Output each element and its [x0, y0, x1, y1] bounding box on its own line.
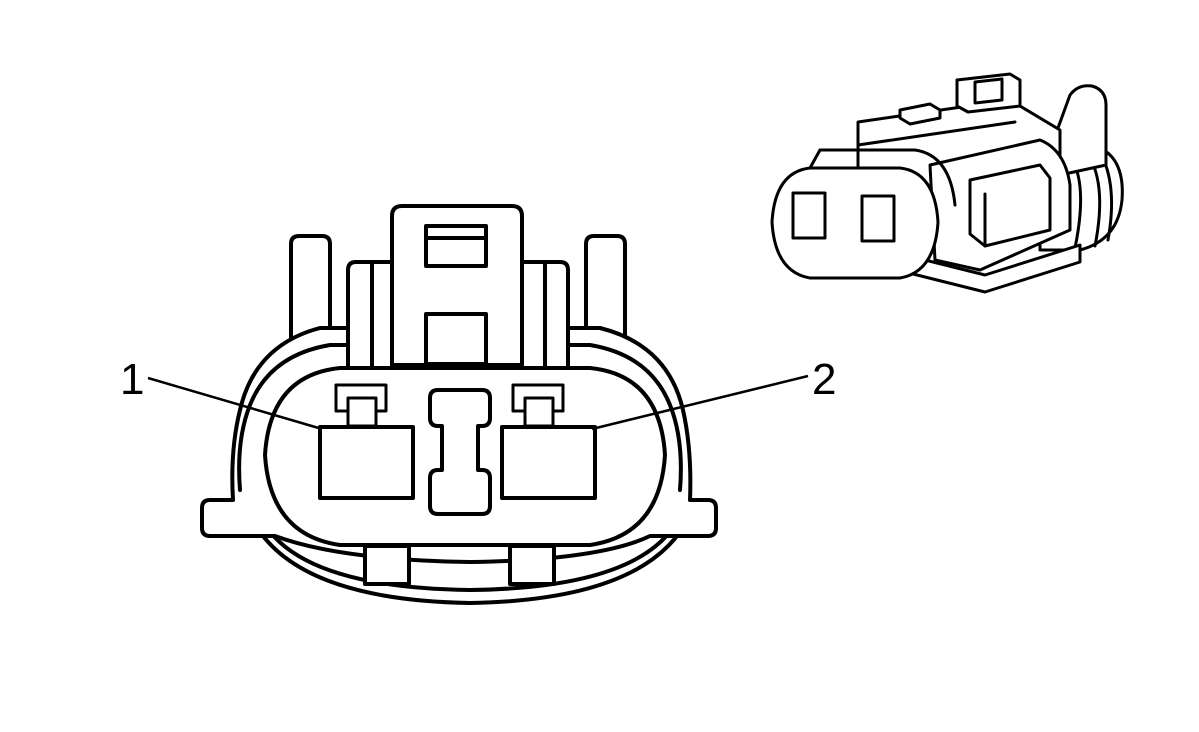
bottom-foot-right: [508, 544, 556, 586]
iso-top-lock-slot: [973, 77, 1004, 105]
outer-shell-bottom-inner: [260, 518, 680, 592]
iso-top-deck-edge: [856, 120, 1017, 147]
leader-line-1: [147, 376, 323, 431]
bottom-foot-left: [363, 544, 411, 586]
center-key: [428, 388, 492, 516]
iso-terminal-cavity-1: [791, 191, 827, 240]
iso-terminal-cavity-2: [860, 194, 896, 243]
locking-tab-window: [424, 224, 488, 268]
terminal-cavity-2: [500, 383, 597, 500]
iso-face-rim-connect-left: [808, 148, 822, 170]
locking-tab-slot: [424, 312, 488, 366]
iso-rear-latch: [1048, 84, 1108, 177]
connector-face-view: [200, 204, 718, 605]
callout-label-2: 2: [812, 355, 836, 404]
callout-1: 1: [120, 355, 323, 431]
connector-isometric-view: [770, 72, 1124, 294]
terminal-cavity-1: [318, 383, 415, 500]
callout-2: 2: [591, 355, 836, 431]
leader-line-2: [591, 374, 809, 431]
iso-top-lock: [955, 72, 1022, 114]
iso-latch-window: [968, 163, 1052, 248]
callout-label-1: 1: [120, 355, 144, 404]
iso-top-nub: [898, 102, 942, 126]
iso-front-face-rim: [818, 148, 957, 207]
